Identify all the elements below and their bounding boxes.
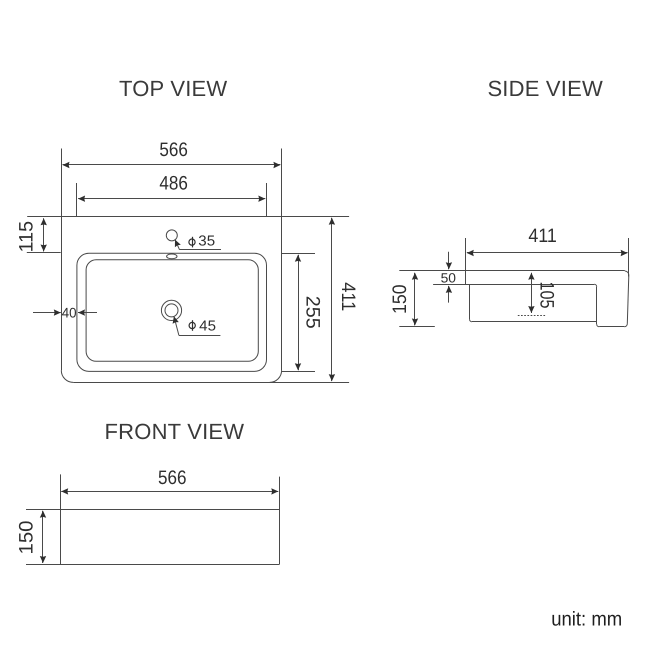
svg-text:566: 566 <box>159 139 188 161</box>
svg-text:150: 150 <box>389 284 411 314</box>
svg-text:411: 411 <box>528 225 557 247</box>
svg-text:unit: mm: unit: mm <box>551 608 622 630</box>
svg-text:105: 105 <box>535 282 557 309</box>
svg-text:FRONT VIEW: FRONT VIEW <box>105 419 245 444</box>
svg-text:115: 115 <box>15 221 37 253</box>
svg-text:411: 411 <box>337 282 359 311</box>
svg-text:SIDE VIEW: SIDE VIEW <box>487 76 603 101</box>
svg-text:50: 50 <box>441 270 456 285</box>
svg-text:255: 255 <box>302 296 324 329</box>
svg-text:486: 486 <box>159 173 188 195</box>
svg-text:35: 35 <box>198 233 215 249</box>
svg-text:40: 40 <box>62 305 77 321</box>
svg-text:TOP VIEW: TOP VIEW <box>119 76 227 101</box>
svg-text:566: 566 <box>158 467 187 489</box>
svg-text:150: 150 <box>16 520 38 554</box>
svg-text:45: 45 <box>199 318 216 334</box>
